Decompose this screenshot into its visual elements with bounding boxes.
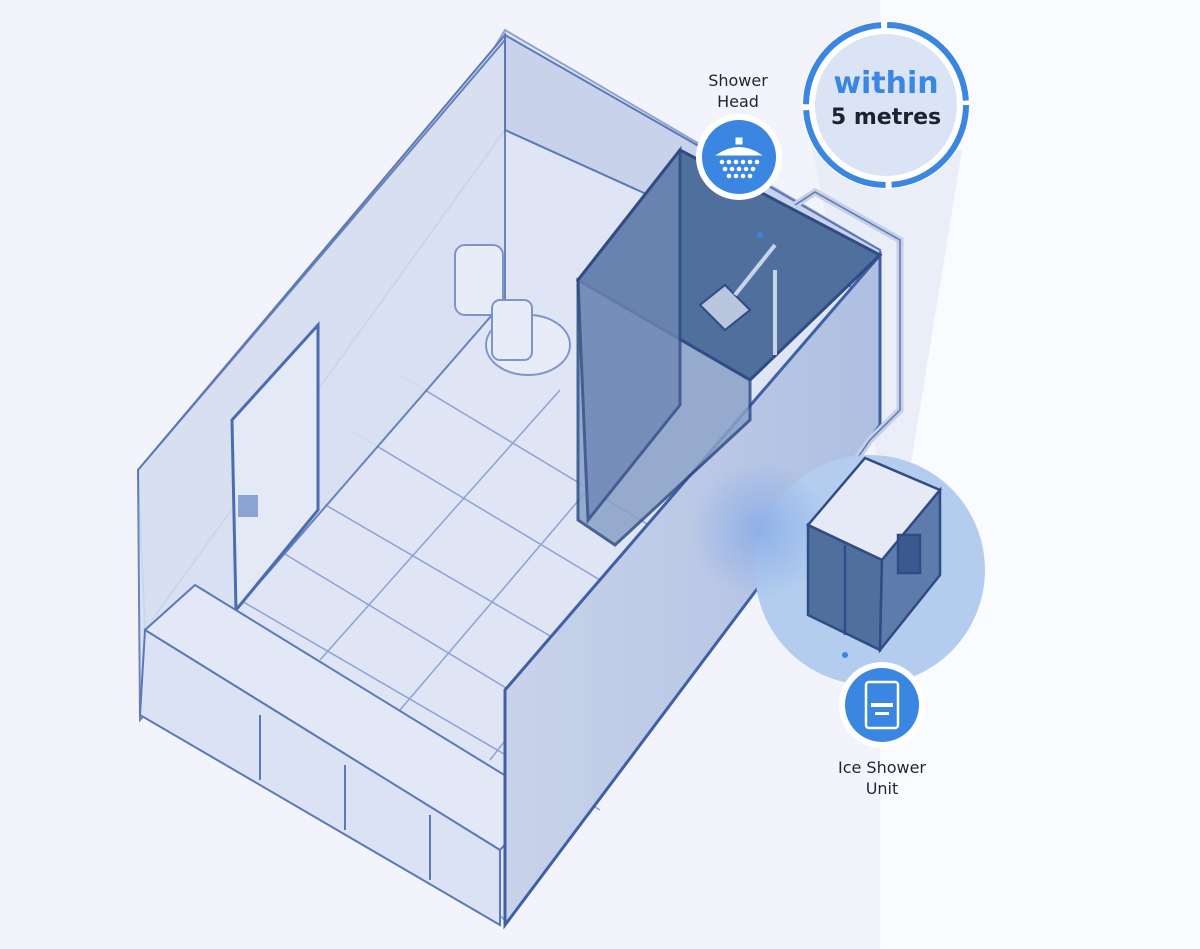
- unit-control-panel: [896, 533, 922, 575]
- shower-arm: [733, 243, 777, 297]
- shower-glass: [576, 145, 682, 525]
- bench-cabinet: [138, 583, 547, 927]
- unit-marker-dot: [842, 652, 848, 658]
- door-handle: [238, 495, 258, 517]
- distance-badge: [802, 21, 970, 189]
- shower-marker-dot: [757, 232, 763, 238]
- toilet: [454, 244, 571, 376]
- shower-head-callout: [696, 114, 782, 200]
- badge-distance-text: 5 metres: [830, 105, 942, 130]
- ice-shower-unit-label: Ice Shower Unit: [807, 757, 957, 799]
- ice-unit-icon: [864, 680, 900, 730]
- shower-head-label-line1: Shower: [708, 71, 768, 90]
- badge-cone: [812, 150, 962, 470]
- ice-unit-callout: [839, 662, 925, 748]
- shower-head-label-line2: Head: [717, 92, 759, 111]
- ice-shower-unit: [805, 456, 943, 654]
- badge-within-text: within: [833, 66, 939, 101]
- ice-shower-unit-label-line1: Ice Shower: [837, 758, 927, 777]
- ice-shower-unit-label-line2: Unit: [865, 779, 899, 798]
- door: [230, 321, 320, 615]
- front-wall: [503, 250, 882, 930]
- shower-enclosure: [575, 145, 883, 547]
- rain-shower-plate: [698, 283, 752, 332]
- shower-head-label: Shower Head: [663, 70, 813, 112]
- shower-head-icon: [715, 137, 763, 179]
